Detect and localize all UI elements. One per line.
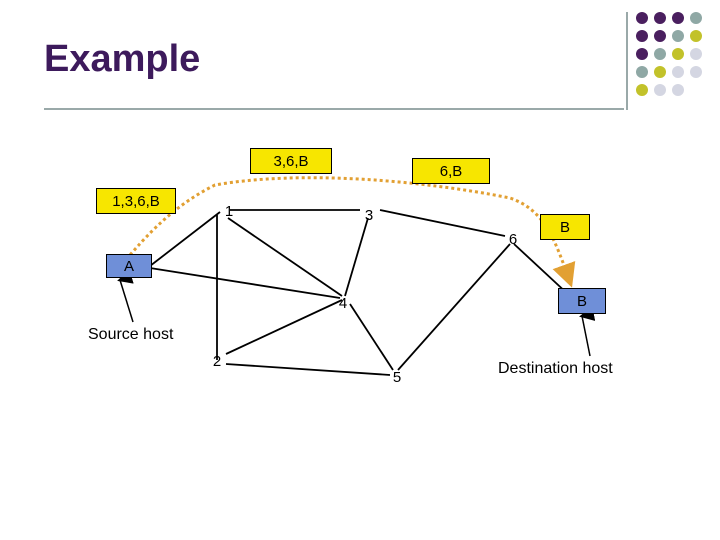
- edge-3-6: [379, 209, 506, 237]
- decorative-dot: [690, 12, 702, 24]
- decorative-dot: [654, 66, 666, 78]
- decorative-dot: [654, 30, 666, 42]
- source-host-label: Source host: [88, 326, 174, 343]
- decorative-dot: [672, 66, 684, 78]
- decorative-dot: [690, 30, 702, 42]
- edge-4-5: [349, 303, 394, 371]
- decorative-dot: [690, 48, 702, 60]
- host-A-box: A: [106, 254, 152, 278]
- title-rule: [44, 108, 624, 110]
- router-node-4: 4: [338, 294, 348, 312]
- decorative-dot: [636, 66, 648, 78]
- router-node-3: 3: [364, 206, 374, 224]
- edge-A-1: [149, 211, 221, 267]
- decorative-dot: [636, 12, 648, 24]
- decorative-dot: [654, 48, 666, 60]
- host-B-top-box: B: [540, 214, 590, 240]
- edge-2-4: [225, 299, 343, 355]
- decorative-dot: [672, 30, 684, 42]
- edge-5-6: [397, 243, 511, 371]
- decorative-dot: [690, 66, 702, 78]
- edge-3-4: [344, 217, 369, 297]
- decorative-dot: [654, 84, 666, 96]
- decorative-dot: [636, 48, 648, 60]
- host-B-box: B: [558, 288, 606, 314]
- decorative-dot: [672, 12, 684, 24]
- decorative-dot: [636, 30, 648, 42]
- decorative-dot: [654, 12, 666, 24]
- router-node-5: 5: [392, 368, 402, 386]
- edge-1-4: [227, 217, 343, 297]
- decorative-dot: [672, 84, 684, 96]
- corner-divider: [626, 12, 628, 110]
- edge-2-5: [225, 363, 391, 376]
- destination-pointer-arrow: [579, 306, 596, 357]
- slide-title: Example: [44, 38, 201, 80]
- router-node-6: 6: [508, 230, 518, 248]
- message-box-3-6-B: 3,6,B: [250, 148, 332, 174]
- edge-A-4: [149, 267, 341, 299]
- decorative-dot: [636, 84, 648, 96]
- router-node-2: 2: [212, 352, 222, 370]
- message-box-1-3-6-B: 1,3,6,B: [96, 188, 176, 214]
- decorative-dot: [672, 48, 684, 60]
- source-pointer-arrow: [117, 269, 134, 323]
- message-box-6-B: 6,B: [412, 158, 490, 184]
- router-node-1: 1: [224, 202, 234, 220]
- destination-host-label: Destination host: [498, 360, 613, 377]
